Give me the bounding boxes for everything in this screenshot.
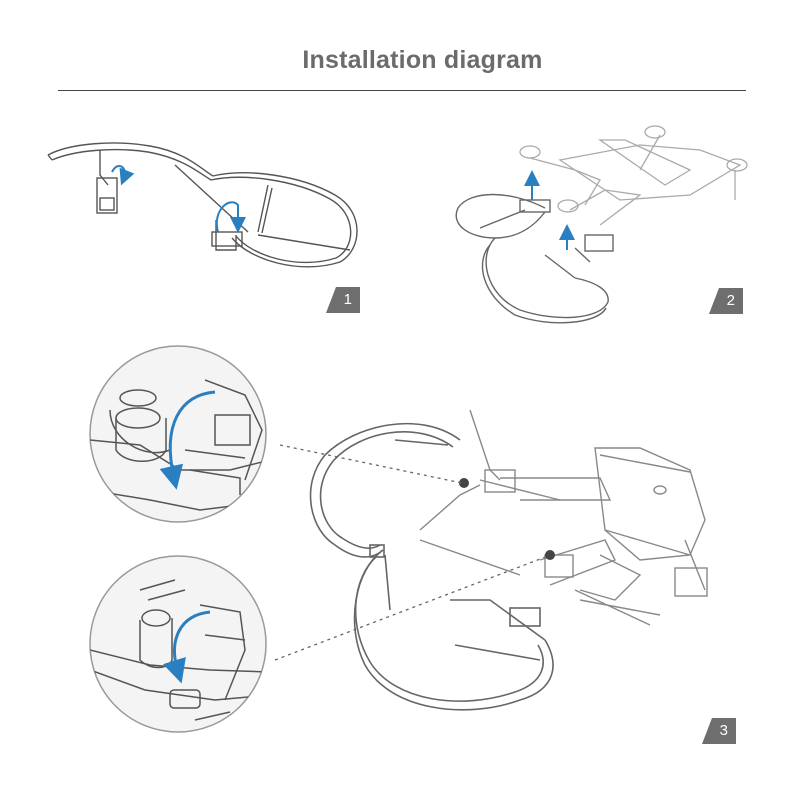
step3-curved-arrow-icon-bottom xyxy=(162,610,211,684)
step3-detail-circle-bottom xyxy=(89,555,267,733)
step1-curved-arrow-icon xyxy=(111,165,135,186)
step2-drone xyxy=(519,125,748,226)
title-divider xyxy=(58,90,746,91)
step-number: 2 xyxy=(726,292,735,309)
step3-curved-arrow-icon-top xyxy=(159,390,216,490)
step3-propeller-guard xyxy=(309,422,554,711)
step3-detail-circle-top xyxy=(89,345,267,523)
step3-callout-leader-top xyxy=(279,444,463,484)
page-title: Installation diagram xyxy=(302,46,543,74)
step1-curved-arrow-icon-2 xyxy=(215,201,246,233)
step3-callout-leader-bottom xyxy=(274,555,549,661)
step-badge-1: 1 xyxy=(326,287,360,313)
step-number: 1 xyxy=(343,291,352,308)
step-badge-2: 2 xyxy=(709,288,743,314)
step2-propeller-guard xyxy=(455,193,614,324)
step-number: 3 xyxy=(719,722,728,739)
step-badge-3: 3 xyxy=(702,718,736,744)
step1-propeller-guard xyxy=(47,142,358,268)
step3-drone xyxy=(419,409,708,626)
